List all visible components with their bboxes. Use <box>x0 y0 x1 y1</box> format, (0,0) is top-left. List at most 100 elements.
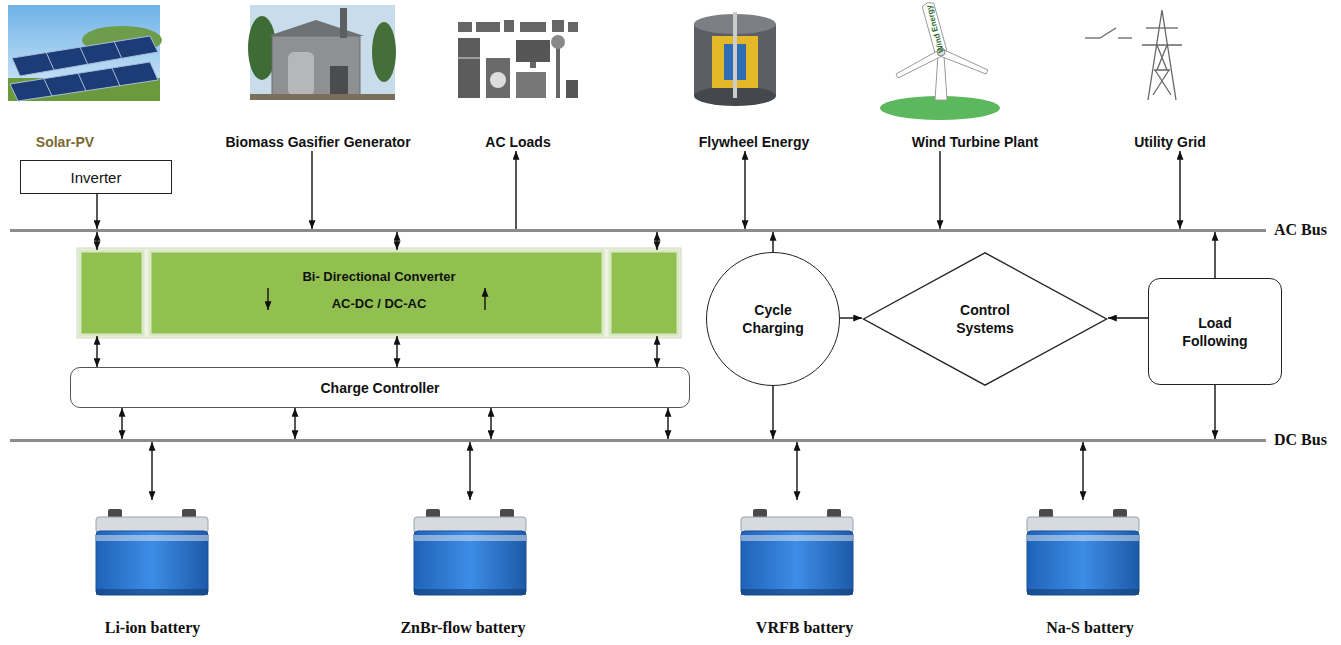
sky <box>250 5 395 100</box>
nas-battery: Na-S battery <box>1025 500 1155 638</box>
converter-block <box>610 251 678 335</box>
biomass-generator: Biomass Gasifier Generator <box>190 3 446 151</box>
utility-grid-symbol <box>1085 10 1182 100</box>
pylon-lattice <box>1153 45 1171 95</box>
connector-arrow <box>396 232 397 250</box>
dc-bus: DC Bus <box>10 439 1266 442</box>
ac-loads: AC Loads <box>450 3 586 151</box>
node-label: Biomass Gasifier Generator <box>225 133 410 151</box>
node-label: Load Following <box>1174 314 1256 350</box>
battery-icons <box>96 509 1139 595</box>
converter-block <box>80 251 143 335</box>
sky <box>8 5 160 101</box>
connector-arrow <box>311 151 312 229</box>
node-label: Wind Turbine Plant <box>912 133 1038 151</box>
flywheel-shaft <box>733 12 737 98</box>
illustration-text: Wind Energy <box>924 4 945 53</box>
node-label: AC Bus <box>1274 220 1327 240</box>
connector-arrow <box>796 442 797 500</box>
solar-pv-unit: Solar-PV <box>5 3 125 151</box>
television <box>516 40 550 62</box>
connector-arrow <box>667 408 668 439</box>
connector-arrow <box>396 336 397 367</box>
ground <box>250 94 395 100</box>
tower <box>935 55 947 100</box>
connector-arrow <box>96 194 97 229</box>
flywheel-storage: Flywheel Energy <box>668 3 840 151</box>
appliance-icons <box>458 20 578 98</box>
battery-icon <box>741 509 853 595</box>
vrfb-battery: VRFB battery <box>737 500 872 638</box>
direction-arrow <box>484 288 485 310</box>
connector-arrow <box>656 232 657 250</box>
node-label: Na-S battery <box>1046 618 1134 638</box>
connector-arrow <box>490 408 491 439</box>
switch-lever <box>1100 28 1116 38</box>
blade <box>896 50 942 78</box>
node-label: Cycle Charging <box>732 301 814 337</box>
znbr-flow-battery: ZnBr-flow battery <box>378 500 548 638</box>
gasifier-tank <box>288 52 314 96</box>
appliance <box>476 22 500 32</box>
node-label: Solar-PV <box>36 133 94 151</box>
connector-arrow <box>96 336 97 367</box>
solar-panel-photo <box>8 5 162 101</box>
washer-door <box>490 72 506 88</box>
door <box>330 66 348 96</box>
panel-grid <box>44 41 122 96</box>
tv-stand <box>530 62 536 68</box>
node-label: Utility Grid <box>1134 133 1206 151</box>
node-label: Li-ion battery <box>105 618 201 638</box>
appliance <box>568 22 578 32</box>
fridge <box>458 38 480 98</box>
appliance <box>552 20 564 32</box>
connector-arrow <box>469 442 470 500</box>
connector-arrow <box>151 442 152 500</box>
cabinet <box>516 72 546 98</box>
pylon <box>1148 10 1176 100</box>
cycle-charging-circle: Cycle Charging <box>706 252 840 386</box>
building <box>272 36 360 96</box>
solar-panel-row <box>10 62 158 101</box>
biomass-plant-photo <box>248 5 396 100</box>
converter-block <box>150 251 603 335</box>
blade <box>940 49 988 74</box>
blade <box>922 3 947 54</box>
tree <box>372 22 396 82</box>
roof <box>268 20 364 36</box>
control-decision-diamond: Control Systems <box>862 252 1108 386</box>
node-label: VRFB battery <box>756 618 853 638</box>
converter-blocks <box>77 248 681 338</box>
connector-arrow <box>1082 442 1083 500</box>
appliance <box>520 22 546 32</box>
connector-arrow <box>96 232 97 250</box>
appliance <box>566 80 578 98</box>
flywheel-illustration <box>694 12 776 106</box>
lamp-pole <box>556 44 560 98</box>
connector-arrow <box>772 386 773 439</box>
node-label: Charge Controller <box>320 380 439 396</box>
wind-turbine-plant: Wind Turbine Plant <box>880 3 1070 151</box>
utility-grid: Utility Grid <box>1095 3 1245 151</box>
node-label: AC-DC / DC-AC <box>332 296 427 312</box>
connector-arrow <box>121 408 122 439</box>
switch-wire <box>1118 37 1132 38</box>
node-label: Inverter <box>71 169 122 186</box>
washer <box>486 58 510 98</box>
battery-icon <box>96 509 208 595</box>
load-following-box: Load Following <box>1148 278 1282 385</box>
node-label: ZnBr-flow battery <box>400 618 525 638</box>
wind-turbine-illustration <box>880 3 1000 121</box>
connector-arrow <box>1108 317 1148 318</box>
inverter-box: Inverter <box>20 160 172 194</box>
ac-bus: AC Bus <box>10 229 1266 232</box>
appliance <box>458 22 472 32</box>
li-ion-battery: Li-ion battery <box>80 500 225 638</box>
pylon-arm <box>1146 27 1178 28</box>
converter-frame <box>77 248 681 338</box>
connector-arrow <box>1214 385 1215 439</box>
node-label: AC Loads <box>485 133 550 151</box>
connector-arrow <box>772 232 773 252</box>
